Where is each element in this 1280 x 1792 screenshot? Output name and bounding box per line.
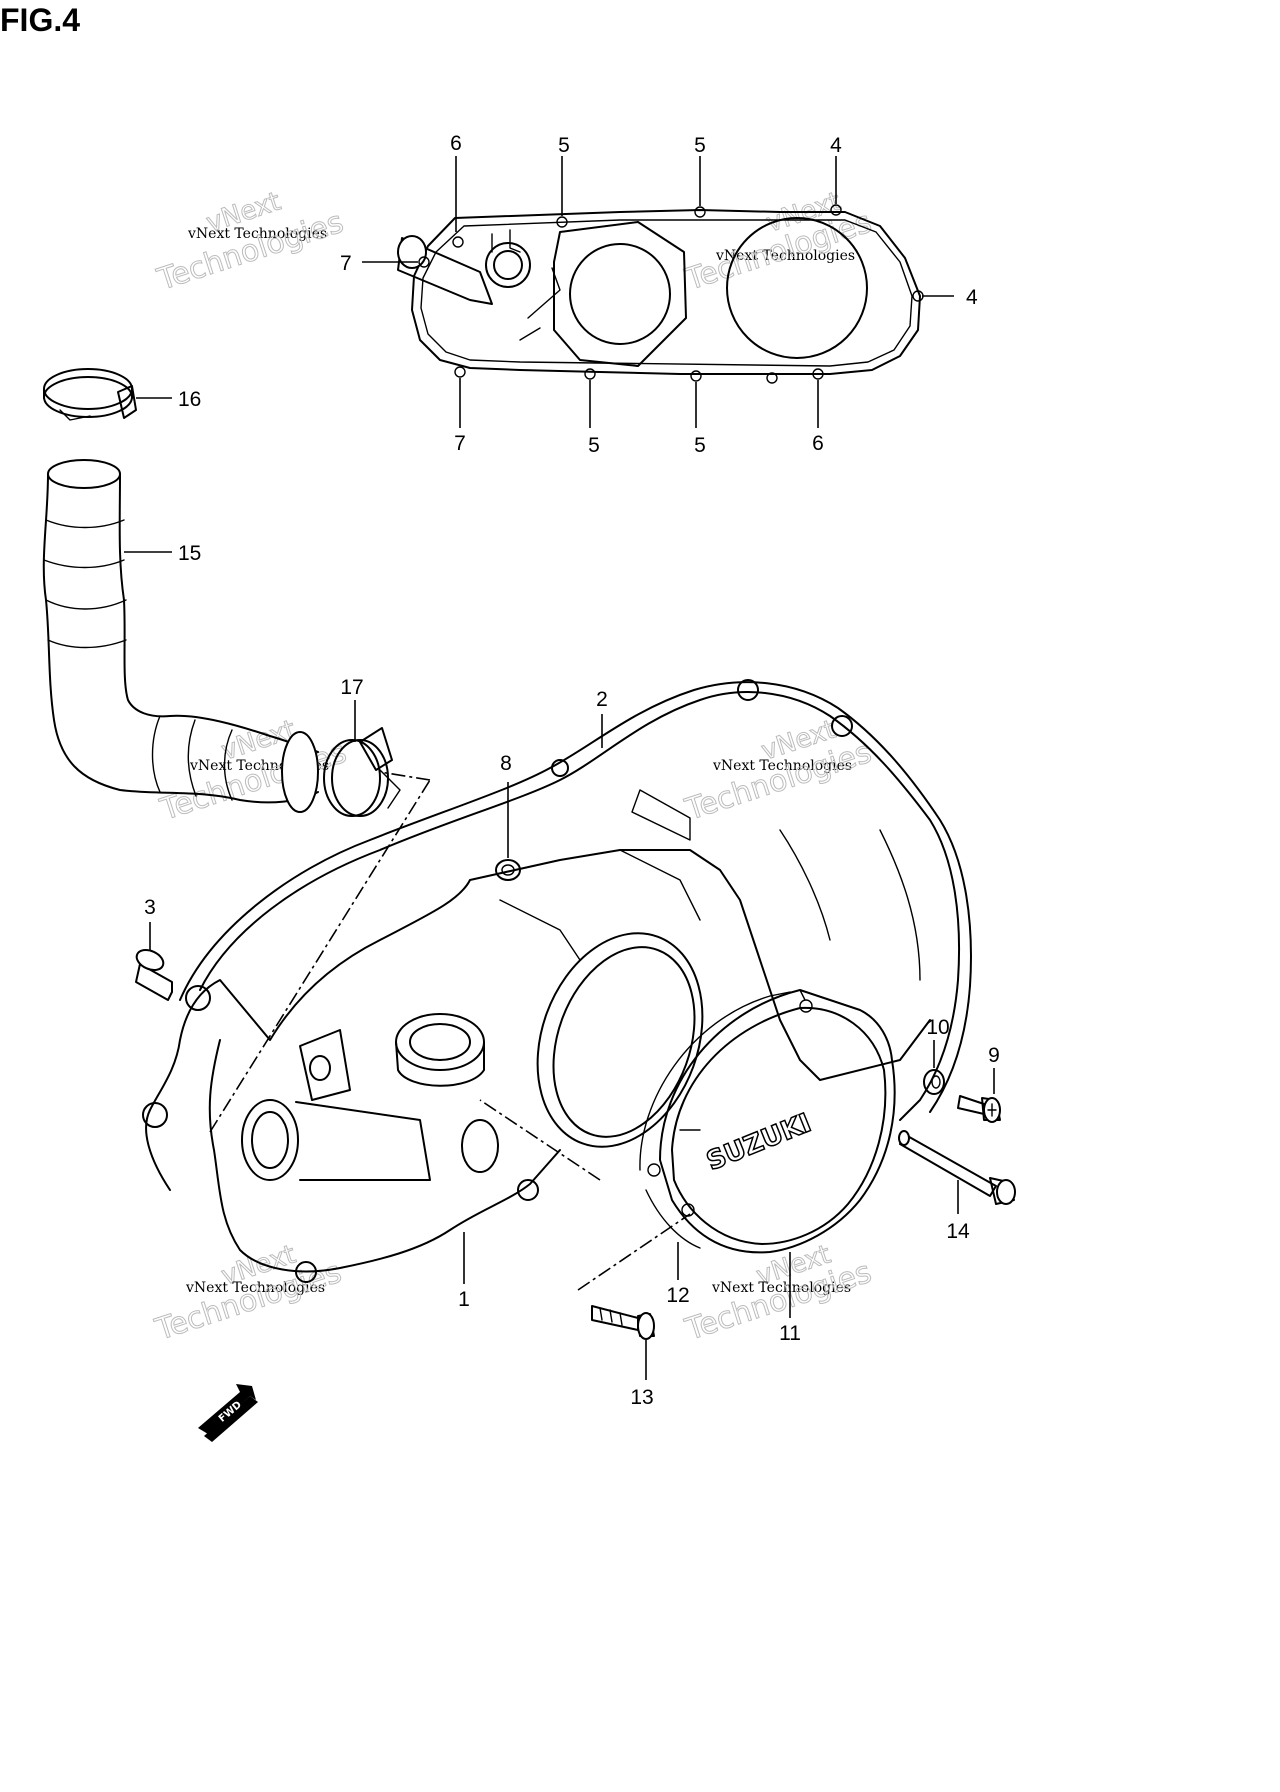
callout-5: 5 <box>694 434 706 457</box>
callout-4: 4 <box>830 134 842 157</box>
callout-16: 16 <box>178 388 201 411</box>
callout-6: 6 <box>812 432 824 455</box>
bolt-13 <box>591 1305 655 1340</box>
spacer-sleeve-3 <box>135 948 173 1001</box>
svg-text:vNext Technologies: vNext Technologies <box>712 758 852 774</box>
callout-11: 11 <box>779 1322 801 1345</box>
callout-17: 17 <box>340 676 363 699</box>
callout-2: 2 <box>596 688 608 711</box>
crankcase-cover-and-gasket <box>142 679 972 1283</box>
washer-10 <box>923 1069 945 1095</box>
o-ring-8 <box>495 859 521 881</box>
callout-13: 13 <box>630 1386 653 1409</box>
svg-text:vNext Technologies: vNext Technologies <box>185 1280 325 1296</box>
callout-5: 5 <box>588 434 600 457</box>
svg-text:vNext Technologies: vNext Technologies <box>187 226 327 242</box>
callout-6: 6 <box>450 132 462 155</box>
watermark-top-left: vNext vNext Technologies Technologies <box>152 186 348 298</box>
callout-7: 7 <box>340 252 352 275</box>
cover-gasket-12 <box>639 991 791 1249</box>
figure-title: FIG.4 <box>0 2 81 38</box>
callout-numbers: 6 5 5 4 4 7 7 5 5 6 16 15 17 2 8 3 10 9 … <box>144 132 1000 1409</box>
hose-clamp-16 <box>43 368 137 421</box>
svg-text:vNext Technologies: vNext Technologies <box>711 1280 851 1296</box>
watermark-middle-right: vNext vNext Technologies Technologies <box>680 714 876 828</box>
callout-4: 4 <box>966 286 978 309</box>
outer-cover-plate <box>397 204 924 384</box>
callout-3: 3 <box>144 896 156 919</box>
leader-lines <box>124 156 995 1380</box>
callout-1: 1 <box>458 1288 470 1311</box>
forward-arrow-icon: FWD <box>198 1384 258 1442</box>
svg-text:vNext Technologies: vNext Technologies <box>715 248 855 264</box>
callout-9: 9 <box>988 1044 1000 1067</box>
intake-hose-15 <box>42 459 319 813</box>
callout-5: 5 <box>694 134 706 157</box>
svg-text:SUZUKI: SUZUKI <box>703 1108 816 1177</box>
watermark-top-right: vNext vNext Technologies Technologies <box>680 186 876 298</box>
callout-8: 8 <box>500 752 512 775</box>
callout-15: 15 <box>178 542 201 565</box>
bolt-14 <box>898 1130 1016 1205</box>
callout-12: 12 <box>666 1284 689 1307</box>
clutch-cover-11: SUZUKI <box>647 989 896 1254</box>
callout-7: 7 <box>454 432 466 455</box>
callout-5: 5 <box>558 134 570 157</box>
hose-clamp-17 <box>323 727 401 817</box>
callout-14: 14 <box>946 1220 970 1243</box>
callout-10: 10 <box>926 1016 949 1039</box>
screw-9 <box>957 1095 1001 1123</box>
